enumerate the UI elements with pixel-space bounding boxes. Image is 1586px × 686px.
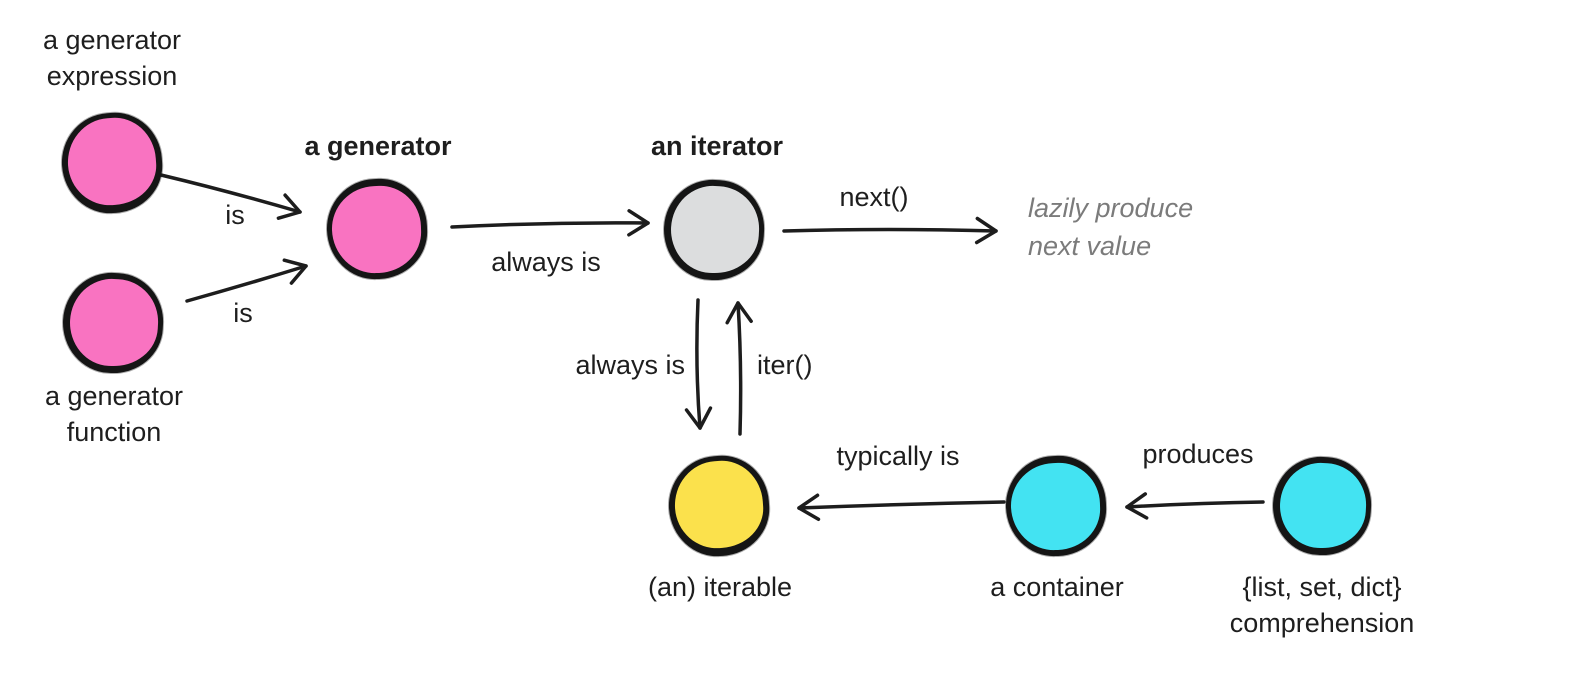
edge-label-typically-is: typically is: [836, 441, 960, 471]
edge-label-function-is: is: [233, 298, 253, 328]
node-label-iterable: (an) iterable: [647, 572, 793, 602]
node-label-generator: a generator: [304, 131, 452, 161]
edge-label-always-is-vertical: always is: [575, 350, 685, 380]
edge-always-is-horizontal-arrow: [450, 209, 650, 237]
edge-label-expression-is: is: [225, 200, 245, 230]
edge-label-iter-call: iter(): [757, 350, 813, 380]
edge-iter-up-arrow: [725, 301, 753, 436]
lazy-produce-note: lazily produce next value: [1028, 193, 1194, 261]
edge-produces-arrow: [1125, 492, 1265, 520]
edge-expression-is-arrow: [159, 173, 302, 220]
edge-label-produces: produces: [1142, 439, 1254, 469]
node-label-comprehension: {list, set, dict} comprehension: [1229, 572, 1415, 639]
edge-next-arrow: [782, 216, 998, 245]
node-label-iterator: an iterator: [650, 131, 784, 161]
edge-label-always-is-horizontal: always is: [491, 247, 601, 277]
node-label-container: a container: [990, 572, 1124, 602]
node-label-generator-function: a generator function: [44, 381, 184, 448]
edge-label-next-call: next(): [839, 182, 909, 212]
edge-function-is-arrow: [185, 258, 308, 303]
node-label-generator-expression: a generator expression: [42, 25, 182, 92]
edge-typically-is-arrow: [797, 493, 1006, 522]
edge-always-is-down-arrow: [684, 298, 713, 430]
